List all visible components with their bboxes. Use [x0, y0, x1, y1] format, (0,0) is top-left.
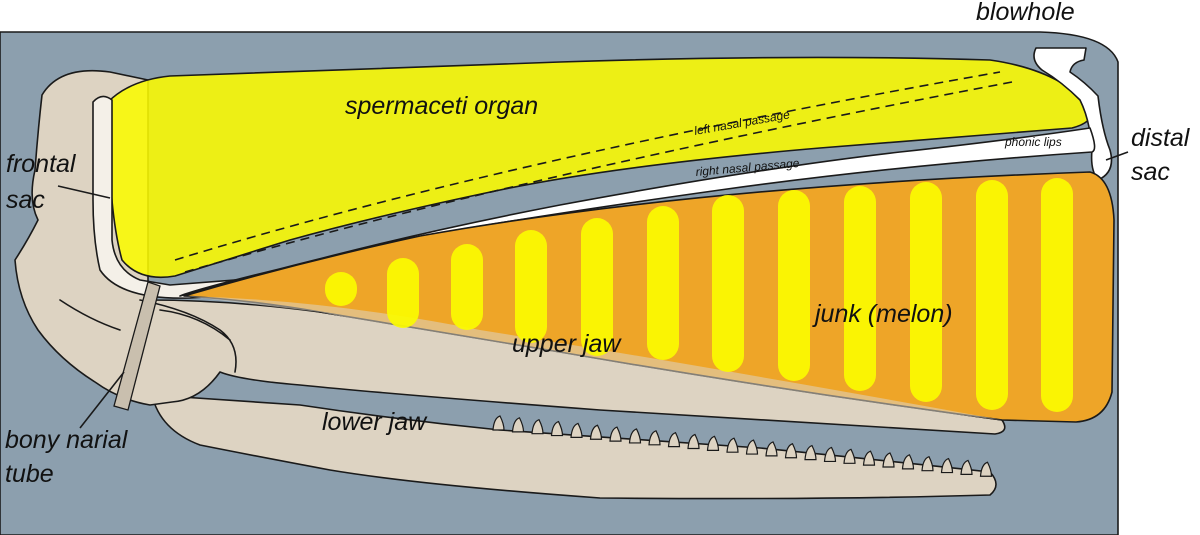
- distal-sac-leader-line: [1105, 151, 1129, 161]
- tooth: [609, 426, 622, 442]
- tooth: [940, 457, 954, 474]
- junk-stripe: [451, 244, 483, 330]
- junk-stripe: [844, 186, 876, 391]
- label-junk-melon: junk (melon): [812, 300, 953, 328]
- tooth: [550, 420, 564, 437]
- upper-jaw-overlap: [184, 296, 1002, 420]
- label-phonic-lips: phonic lips: [1004, 135, 1062, 149]
- tooth: [511, 417, 525, 433]
- left-nasal-passage-line-upper: [174, 71, 1001, 261]
- junk-stripe: [325, 272, 357, 306]
- tooth: [726, 437, 739, 453]
- tooth: [492, 415, 505, 431]
- label-lower-jaw: lower jaw: [322, 408, 428, 436]
- junk-stripe: [1041, 178, 1073, 412]
- junk-stripe: [581, 218, 613, 356]
- tooth: [843, 448, 856, 464]
- right-nasal-passage: [179, 127, 1096, 297]
- tooth: [804, 444, 817, 461]
- lower-jaw-teeth: [492, 415, 993, 477]
- tooth: [589, 424, 603, 440]
- tooth: [921, 455, 934, 472]
- junk-stripe: [647, 206, 679, 360]
- label-blowhole: blowhole: [976, 0, 1075, 26]
- tooth: [823, 446, 837, 463]
- tooth: [687, 433, 700, 450]
- skull-suture-lines: [59, 299, 237, 373]
- label-bony-narial-tube-line1: bony narial: [5, 426, 129, 454]
- tooth: [648, 430, 661, 446]
- junk-stripe: [515, 230, 547, 343]
- junk-stripe: [976, 180, 1008, 410]
- label-frontal-sac-line1: frontal: [6, 150, 77, 178]
- tooth: [960, 459, 973, 475]
- tooth: [745, 439, 759, 455]
- label-frontal-sac-line2: sac: [6, 186, 45, 214]
- bony-narial-tube-leader-line: [79, 371, 125, 429]
- junk-stripe: [712, 195, 744, 372]
- frontal-sac-leader-line: [57, 185, 111, 199]
- junk-stripe: [387, 258, 419, 328]
- tooth: [706, 435, 720, 451]
- label-distal-sac-line1: distal: [1131, 124, 1191, 152]
- label-distal-sac-line2: sac: [1131, 158, 1170, 186]
- tooth: [901, 454, 915, 470]
- bony-narial-tube: [113, 281, 161, 411]
- junk-stripe: [910, 182, 942, 402]
- tooth: [765, 441, 778, 457]
- junk-stripe: [778, 190, 810, 381]
- tooth: [882, 452, 895, 468]
- tooth: [667, 431, 681, 448]
- tooth: [628, 428, 642, 444]
- label-upper-jaw: upper jaw: [512, 330, 622, 358]
- tooth: [531, 418, 544, 435]
- tooth: [979, 461, 993, 477]
- tooth: [862, 450, 876, 466]
- label-bony-narial-tube-line2: tube: [5, 460, 54, 488]
- tooth: [570, 422, 583, 438]
- label-spermaceti-organ: spermaceti organ: [345, 92, 538, 120]
- tooth: [784, 443, 798, 459]
- left-nasal-passage-line-lower: [184, 81, 1013, 273]
- junk-stripes: [325, 178, 1073, 412]
